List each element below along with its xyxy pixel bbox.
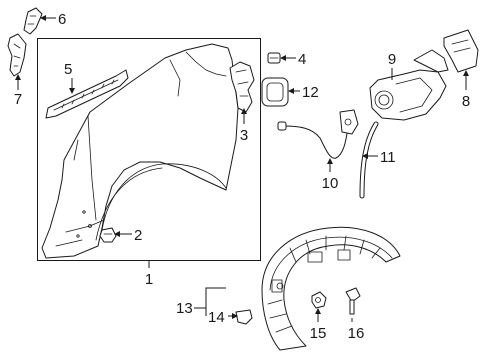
quarter-bracket <box>229 61 255 113</box>
panel-clip <box>99 227 117 243</box>
callout-8: 8 <box>462 93 470 110</box>
fuel-door <box>443 29 479 73</box>
callout-15: 15 <box>310 325 327 342</box>
callout-4: 4 <box>298 51 306 68</box>
callout-13: 13 <box>176 300 193 317</box>
callout-6: 6 <box>58 11 66 28</box>
callout-labels: 1 2 3 4 5 6 7 8 9 10 11 12 13 14 15 16 <box>14 11 470 342</box>
drain-hose <box>359 121 379 199</box>
callout-1: 1 <box>145 271 153 288</box>
callout-2: 2 <box>134 227 142 244</box>
callout-3: 3 <box>240 127 248 144</box>
bolt <box>345 287 361 315</box>
callout-16: 16 <box>348 325 365 342</box>
callout-9: 9 <box>388 51 396 68</box>
callout-7: 7 <box>14 91 22 108</box>
callout-10: 10 <box>322 175 339 192</box>
callout-11: 11 <box>380 149 396 166</box>
side-bracket <box>7 33 27 77</box>
release-cable <box>277 109 359 159</box>
fuel-filler-housing <box>369 49 449 121</box>
small-clip <box>267 52 281 64</box>
quarter-panel <box>41 43 239 259</box>
reinforcement-strip <box>45 69 129 119</box>
nut <box>311 291 327 309</box>
leader-lines <box>15 15 469 322</box>
callout-14: 14 <box>208 309 225 326</box>
callout-5: 5 <box>64 61 72 78</box>
gasket-ring <box>261 77 289 107</box>
upper-bracket <box>23 7 43 35</box>
wheel-liner <box>261 226 401 351</box>
quarter-panel-frame <box>37 38 261 261</box>
callout-12: 12 <box>302 84 319 101</box>
liner-clip <box>235 309 253 325</box>
